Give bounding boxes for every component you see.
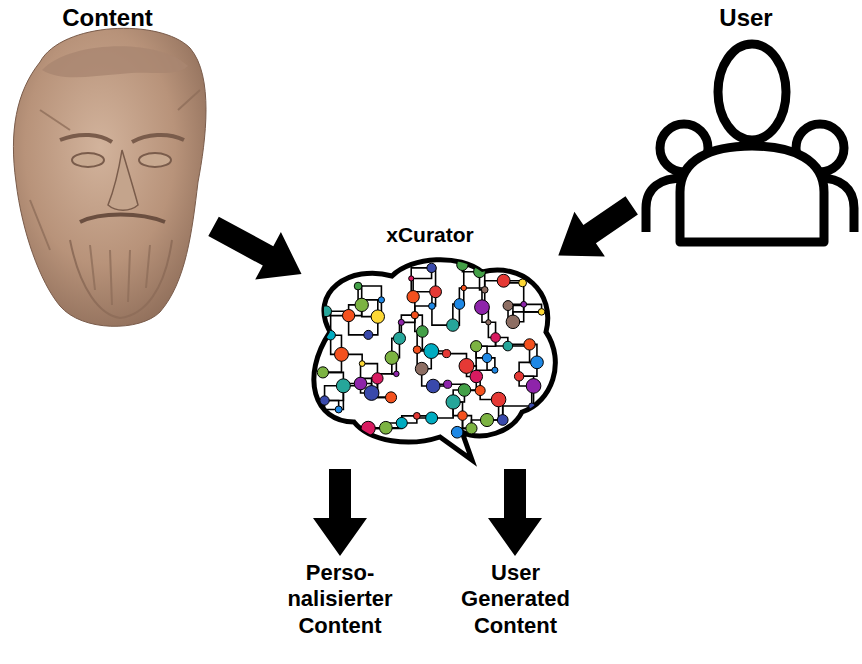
user-icon	[646, 44, 854, 242]
network-dot	[385, 392, 396, 403]
network-dot	[336, 379, 350, 393]
network-dot	[320, 396, 329, 405]
network-dot	[343, 309, 355, 321]
network-dot	[371, 310, 384, 323]
sculpture-head	[13, 28, 206, 326]
network-dot	[429, 303, 436, 310]
network-dot	[424, 344, 439, 359]
network-dot	[521, 301, 527, 307]
output-node: User Generated Content	[457, 560, 574, 639]
network-dot	[417, 326, 429, 338]
network-dot	[458, 384, 470, 396]
network-dot	[531, 356, 544, 369]
network-dot	[475, 386, 485, 396]
network-dot	[378, 297, 384, 303]
content-node: Content	[5, 4, 210, 334]
network-dot	[364, 386, 379, 401]
network-dot	[413, 346, 421, 354]
node-label: User	[635, 4, 857, 33]
network-dot	[446, 395, 460, 409]
network-dot	[538, 309, 545, 316]
network-dot	[491, 392, 506, 407]
network-dot	[407, 291, 419, 303]
network-dot	[444, 380, 452, 388]
network-dot	[426, 412, 438, 424]
network-dot	[321, 306, 332, 317]
network-dot	[415, 362, 428, 375]
network-dot	[317, 367, 328, 378]
network-dot	[475, 300, 490, 315]
network-dot	[461, 285, 466, 290]
network-dot	[480, 413, 493, 426]
block-arrow	[313, 469, 367, 556]
network-dot	[470, 370, 483, 383]
network-dot	[394, 371, 400, 377]
network-dot	[491, 333, 501, 343]
network-dot	[354, 282, 362, 290]
network-dot	[413, 412, 420, 419]
network-dot	[519, 279, 527, 287]
block-arrow	[208, 217, 301, 280]
network-dot	[454, 299, 465, 310]
network-dot	[503, 301, 513, 311]
network-dot	[385, 351, 398, 364]
network-dot	[411, 311, 418, 318]
network-dot	[529, 403, 535, 409]
network-dot	[361, 421, 375, 435]
block-arrow	[558, 196, 638, 256]
network-dot	[396, 417, 407, 428]
node-label: xCurator	[305, 222, 555, 247]
network-dot	[458, 411, 467, 420]
network-dot	[335, 406, 342, 413]
network-dot	[359, 361, 365, 367]
network-dot	[335, 347, 349, 361]
curator-node: xCurator	[305, 222, 555, 465]
network-dot	[482, 353, 491, 362]
network-dot	[526, 379, 541, 394]
output-node: Perso- nalisierter Content	[283, 560, 397, 639]
block-arrow	[488, 469, 542, 556]
node-label: Content	[5, 4, 210, 33]
network-dot	[471, 341, 482, 352]
network-dot	[459, 358, 474, 373]
network-dot	[364, 330, 373, 339]
network-dot	[474, 266, 486, 278]
network-dot	[447, 319, 459, 331]
network-dot	[457, 259, 468, 270]
network-dot	[372, 373, 383, 384]
network-dot	[514, 372, 523, 381]
network-dot	[379, 421, 392, 434]
network-dot	[355, 298, 368, 311]
network-dot	[503, 341, 513, 351]
network-dot	[443, 350, 451, 358]
network-dot	[393, 332, 405, 344]
network-dot	[398, 319, 404, 325]
network-dot	[426, 379, 440, 393]
network-dot	[354, 377, 367, 390]
network-dot	[506, 315, 520, 329]
network-dot	[466, 423, 477, 434]
node-label: User Generated Content	[457, 560, 574, 639]
network-dot	[427, 263, 436, 272]
node-label: Perso- nalisierter Content	[283, 560, 397, 639]
network-dot	[409, 276, 414, 281]
network-dot	[486, 320, 491, 325]
network-dot	[451, 426, 463, 438]
brain-network	[314, 259, 555, 460]
network-dot	[481, 287, 488, 294]
network-dot	[497, 415, 508, 426]
user-node: User	[635, 4, 857, 250]
network-dot	[492, 367, 498, 373]
network-dot	[326, 330, 335, 339]
network-dot	[430, 286, 442, 298]
network-dot	[497, 274, 510, 287]
network-dot	[524, 339, 535, 350]
